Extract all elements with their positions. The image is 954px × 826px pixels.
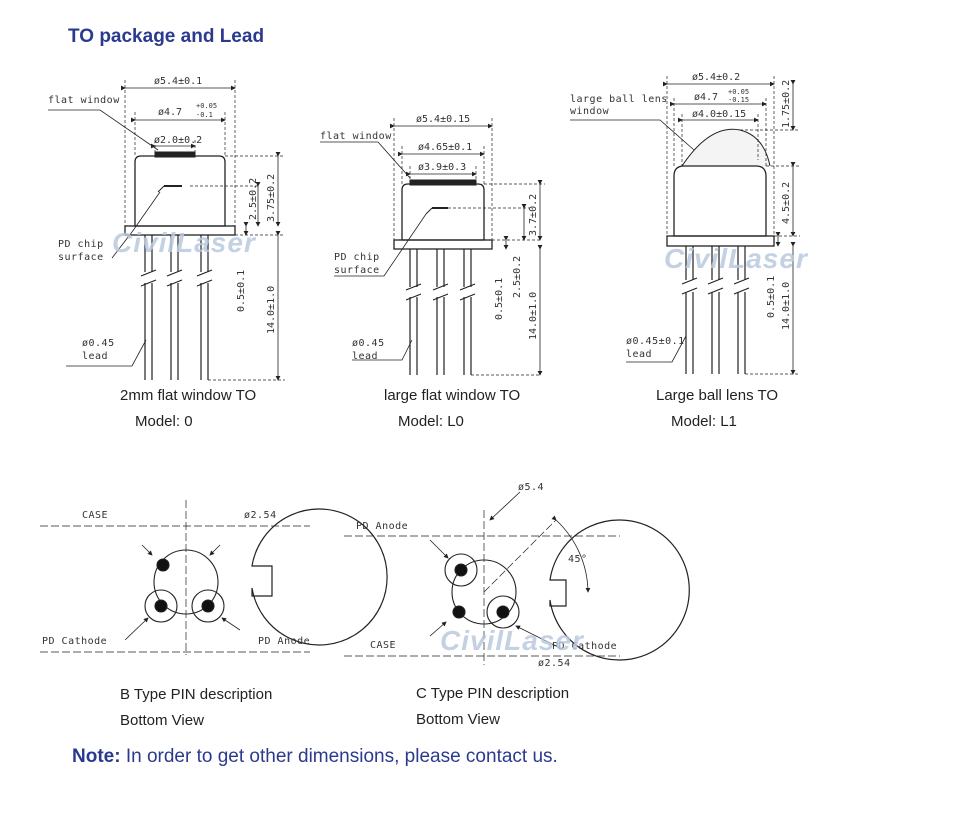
d2-chip-label-2: surface — [334, 265, 380, 276]
b-cathode-label: PD Cathode — [42, 636, 107, 647]
d3-flange-dim: 0.5±0.1 — [766, 276, 777, 318]
d1-chip-label: PD chip — [58, 239, 104, 250]
watermark-3: CivilLaser — [440, 625, 585, 656]
c-dia-label: ø2.54 — [538, 658, 571, 669]
d1-cap-tol-up: +0.05 — [196, 102, 217, 110]
watermark-1: CivilLaser — [112, 227, 257, 258]
d3-h0-dim: 1.75±0.2 — [781, 80, 792, 128]
caption-large-flat-window: large flat window TO — [384, 387, 521, 404]
note-label: Note: — [72, 746, 121, 767]
d1-window-dim: ø2.0±0.2 — [154, 135, 202, 146]
watermark-2: CivilLaser — [664, 243, 809, 274]
caption-b-type: B Type PIN description — [120, 686, 273, 703]
d3-lens-dim: ø4.0±0.15 — [692, 109, 746, 120]
page-title: TO package and Lead — [68, 26, 265, 47]
drawing-2mm-flat-window — [48, 80, 285, 381]
d3-cap-tol-dn: -0.15 — [728, 96, 749, 104]
d3-cap-dim: ø4.7 — [694, 92, 718, 103]
model-0: Model: 0 — [135, 413, 193, 430]
d1-flange-dim: 0.5±0.1 — [236, 270, 247, 312]
b-type-bottom-view — [40, 500, 388, 655]
c-type-bottom-view-label: Bottom View — [416, 711, 500, 728]
d1-cap-tol-dn: -0.1 — [196, 111, 213, 119]
d3-lead-len-dim: 14.0±1.0 — [781, 282, 792, 330]
contact-note: Note: In order to get other dimensions, … — [72, 746, 558, 768]
caption-large-ball-lens: Large ball lens TO — [656, 387, 779, 404]
caption-c-type: C Type PIN description — [416, 685, 570, 702]
c-angle-label: 45° — [568, 554, 588, 565]
drawing-large-flat-window — [320, 118, 545, 376]
c-cathode-label: PD Cathode — [552, 641, 617, 652]
d2-lead-label-2: lead — [352, 351, 378, 362]
d3-outer-dim: ø5.4±0.2 — [692, 72, 740, 83]
b-anode-label: PD Anode — [258, 636, 310, 647]
d3-cap-tol-up: +0.05 — [728, 88, 749, 96]
d1-h2-dim: 3.75±0.2 — [266, 174, 277, 222]
d2-h2-dim: 2.5±0.2 — [512, 256, 523, 298]
d1-flat-window-label: flat window — [48, 95, 120, 106]
d3-lead-label: ø0.45±0.1 — [626, 336, 685, 347]
d3-lead-label-2: lead — [626, 349, 652, 360]
d2-lead-len-dim: 14.0±1.0 — [528, 292, 539, 340]
model-l1: Model: L1 — [671, 413, 737, 430]
d1-lead-label: ø0.45 — [82, 338, 115, 349]
d1-h1-dim: 2.5±0.2 — [248, 178, 259, 220]
d1-outer-dim: ø5.4±0.1 — [154, 76, 202, 87]
d2-flange-dim: 0.5±0.1 — [494, 278, 505, 320]
d2-lead-label: ø0.45 — [352, 338, 385, 349]
d3-window-label-2: window — [570, 106, 610, 117]
b-dia-label: ø2.54 — [244, 510, 277, 521]
d2-window-dim: ø3.9±0.3 — [418, 162, 466, 173]
d1-lead-len-dim: 14.0±1.0 — [266, 286, 277, 334]
drawing-large-ball-lens — [570, 76, 800, 375]
d2-chip-label: PD chip — [334, 252, 380, 263]
d2-flat-window-label: flat window — [320, 131, 392, 142]
d2-cap-dim: ø4.65±0.1 — [418, 142, 472, 153]
note-text: In order to get other dimensions, please… — [120, 746, 558, 767]
d3-h1-dim: 4.5±0.2 — [781, 182, 792, 224]
b-type-bottom-view-label: Bottom View — [120, 712, 204, 729]
model-l0: Model: L0 — [398, 413, 464, 430]
b-case-label: CASE — [82, 510, 108, 521]
c-outer-dia-label: ø5.4 — [518, 482, 544, 493]
d1-lead-label-2: lead — [82, 351, 108, 362]
c-type-bottom-view — [344, 491, 690, 665]
caption-2mm-flat-window: 2mm flat window TO — [120, 387, 257, 404]
d1-cap-dim: ø4.7 — [158, 107, 182, 118]
d3-window-label: large ball lens — [570, 94, 668, 105]
d2-h1-dim: 3.7±0.2 — [528, 194, 539, 236]
c-anode-label: PD Anode — [356, 521, 408, 532]
d1-chip-label-2: surface — [58, 252, 104, 263]
c-case-label: CASE — [370, 640, 396, 651]
d2-outer-dim: ø5.4±0.15 — [416, 114, 470, 125]
